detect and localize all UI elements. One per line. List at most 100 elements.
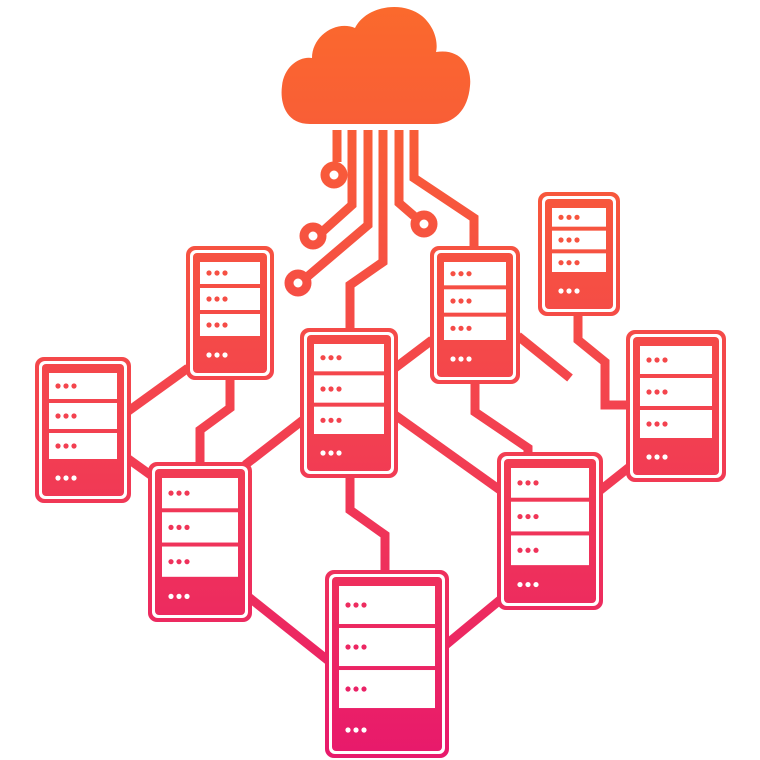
- server-unit: [511, 535, 589, 566]
- server-unit-led: [328, 386, 334, 392]
- server-unit-led: [533, 480, 539, 486]
- server-status-led: [353, 727, 359, 733]
- server-unit-led: [71, 383, 77, 389]
- cloud-icon: [281, 6, 471, 125]
- link-s4-s6: [470, 380, 533, 458]
- server-unit-led: [320, 355, 326, 361]
- server-unit-led: [168, 490, 174, 496]
- server-unit-led: [320, 417, 326, 423]
- server-unit-led: [466, 298, 472, 304]
- server-unit-led: [353, 644, 359, 650]
- server-status-led: [574, 288, 580, 294]
- server-unit: [200, 288, 260, 310]
- server-unit-led: [361, 602, 367, 608]
- server-status-led: [517, 581, 523, 588]
- server-unit: [444, 289, 506, 313]
- server-unit-led: [206, 322, 212, 328]
- server-unit-led: [353, 602, 359, 608]
- circuit-node-1: [320, 161, 348, 189]
- server-unit-led: [574, 260, 580, 266]
- server-unit-led: [654, 389, 660, 395]
- server-unit: [444, 262, 506, 286]
- server-unit-led: [525, 480, 531, 486]
- server-status-led: [654, 454, 660, 460]
- link-s9-s7: [573, 314, 632, 410]
- server-status-led: [328, 450, 334, 456]
- server-unit-led: [458, 298, 464, 304]
- server-unit-led: [184, 559, 190, 565]
- server-status-led: [214, 352, 220, 358]
- link-s3-s4: [392, 336, 435, 372]
- server-unit: [314, 344, 384, 372]
- server-status-led: [361, 727, 367, 733]
- server-unit-led: [566, 237, 572, 243]
- server-unit: [339, 670, 435, 709]
- server-unit-led: [574, 214, 580, 220]
- server-unit-led: [533, 513, 539, 520]
- server-unit-led: [345, 686, 351, 692]
- server-unit-led: [206, 270, 212, 276]
- server-unit-led: [458, 271, 464, 277]
- server-status-led: [336, 450, 342, 456]
- server-unit-led: [168, 559, 174, 565]
- server-unit: [162, 512, 238, 543]
- server-unit-led: [525, 547, 531, 553]
- circuit-node-3: [284, 269, 312, 297]
- server-unit-led: [662, 357, 668, 363]
- server-unit-led: [353, 686, 359, 692]
- server-status-led: [345, 727, 351, 733]
- server-icon: [148, 462, 252, 622]
- server-unit-led: [176, 559, 182, 565]
- server-status-led: [558, 288, 564, 294]
- server-status-led: [168, 593, 174, 600]
- server-unit-led: [184, 490, 190, 496]
- server-unit: [200, 262, 260, 284]
- server-unit-led: [55, 383, 61, 389]
- server-unit: [162, 546, 238, 577]
- server-status-led: [71, 475, 77, 481]
- server-icon: [300, 328, 398, 478]
- server-unit-led: [662, 389, 668, 395]
- server-unit: [314, 406, 384, 434]
- server-unit-led: [320, 386, 326, 392]
- server-unit-led: [466, 271, 472, 277]
- circuit-node-5: [410, 210, 438, 238]
- circuit-trace-4: [345, 130, 388, 330]
- server-icon: [35, 357, 131, 503]
- server-status-led: [320, 450, 326, 456]
- server-status-led: [662, 454, 668, 460]
- server-unit-led: [336, 386, 342, 392]
- server-unit-led: [574, 237, 580, 243]
- server-unit-led: [55, 413, 61, 419]
- server-unit: [511, 468, 589, 498]
- server-icon: [497, 452, 603, 610]
- server-unit-led: [168, 524, 174, 531]
- server-unit-led: [361, 686, 367, 692]
- server-unit: [339, 628, 435, 667]
- server-unit-led: [176, 524, 182, 531]
- link-s6-s10: [439, 596, 503, 652]
- server-unit: [640, 346, 712, 374]
- server-unit-led: [336, 417, 342, 423]
- connections: [124, 130, 635, 666]
- server-unit: [314, 375, 384, 403]
- server-icon: [430, 246, 520, 384]
- server-status-led: [206, 352, 212, 358]
- server-unit-led: [63, 413, 69, 419]
- link-s3-s5: [242, 416, 306, 469]
- server-status-led: [466, 356, 472, 362]
- server-unit-led: [646, 389, 652, 395]
- server-group: [35, 192, 726, 758]
- link-s3-s6: [392, 411, 503, 494]
- server-unit-led: [345, 644, 351, 650]
- server-icon: [538, 192, 620, 316]
- server-status-led: [525, 581, 531, 588]
- server-icon: [626, 330, 726, 482]
- server-unit-led: [361, 644, 367, 650]
- server-unit-led: [517, 480, 523, 486]
- server-unit: [200, 314, 260, 336]
- server-unit-led: [662, 421, 668, 427]
- server-unit-led: [336, 355, 342, 361]
- server-unit-led: [558, 214, 564, 220]
